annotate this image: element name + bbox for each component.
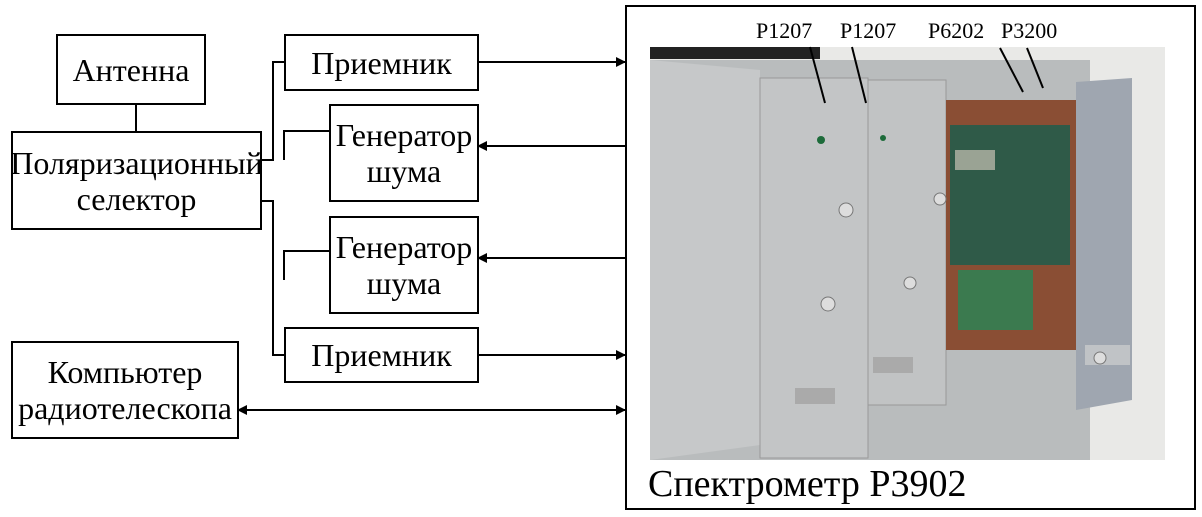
module-label-p1207-b: Р1207 [840, 18, 897, 43]
receiver-block-2: Приемник [284, 327, 479, 383]
spectrometer-photo [650, 47, 1165, 460]
noise-gen-2-label-1: Генератор [335, 229, 473, 265]
noise-gen-2-label-2: шума [366, 265, 442, 301]
gen2-stub [283, 250, 329, 280]
module-label-p3200: Р3200 [1001, 18, 1058, 43]
selector-receiver2-link [261, 200, 284, 356]
spectrometer-frame [625, 5, 1196, 510]
computer-label-2: радиотелескопа [18, 390, 232, 426]
selector-label-1: Поляризационный [10, 144, 263, 181]
noise-gen-1-label-1: Генератор [335, 117, 473, 153]
receiver-2-label: Приемник [311, 337, 452, 373]
receiver-1-label: Приемник [311, 44, 452, 81]
antenna-block: Антенна [56, 34, 206, 105]
computer-label-1: Компьютер [47, 354, 203, 390]
noise-gen-1-label-2: шума [366, 153, 442, 189]
receiver-block-1: Приемник [284, 34, 479, 91]
module-label-p6202: Р6202 [928, 18, 985, 43]
spectrometer-title: Спектрометр Р3902 [648, 463, 967, 505]
antenna-label: Антенна [72, 51, 190, 88]
leader-lines [809, 46, 1044, 104]
selector-label-2: селектор [76, 180, 197, 217]
selector-receiver1-link [261, 61, 284, 161]
module-label-p1207-a: Р1207 [756, 18, 813, 43]
gen1-stub [283, 130, 329, 160]
